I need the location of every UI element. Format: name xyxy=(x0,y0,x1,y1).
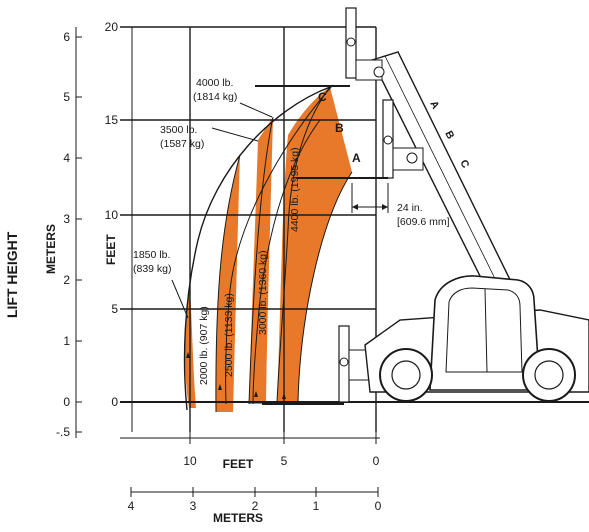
zone-3000 xyxy=(249,117,273,404)
carriage-pin xyxy=(339,357,349,367)
y-feet-tick: 5 xyxy=(111,302,118,316)
boom-letter-b: B xyxy=(442,129,456,142)
load-center-dimension: 24 in. [609.6 mm] xyxy=(351,183,450,228)
bottom-axes: 10 FEET 5 0 4 3 2 1 0 METERS xyxy=(120,432,382,525)
capacity-1850-kg: (839 kg) xyxy=(133,263,172,275)
dim-arrow-left xyxy=(352,204,358,210)
envelope-outer xyxy=(183,86,331,411)
capacity-2500: 2500 lb. (1133 kg) xyxy=(223,293,235,377)
y-feet-label: FEET xyxy=(104,234,118,265)
y-feet-tick: 0 xyxy=(111,395,118,409)
marker xyxy=(282,393,286,399)
capacity-4000-kg: (1814 kg) xyxy=(193,91,237,103)
position-b-label: B xyxy=(335,121,344,135)
cab-window xyxy=(445,287,523,373)
y-feet-tick: 20 xyxy=(105,20,119,34)
y-meters-tick: 3 xyxy=(63,212,70,226)
y-feet-tick: 15 xyxy=(105,113,119,127)
capacity-3500-kg: (1587 kg) xyxy=(160,138,204,150)
boom-inner xyxy=(384,55,509,306)
y-meters-tick: 6 xyxy=(63,30,70,44)
leader-1850 xyxy=(171,279,189,319)
capacity-4400: 4400 lb. (1995 kg) xyxy=(289,147,301,232)
left-axes: LIFT HEIGHT METERS FEET 6 5 4 3 2 1 0 -.… xyxy=(4,20,118,439)
zone-2000 xyxy=(215,155,240,412)
carriage-pin xyxy=(383,135,393,145)
curve-c xyxy=(225,84,334,405)
lift-height-title: LIFT HEIGHT xyxy=(4,231,20,318)
capacity-labels: 4000 lb. (1814 kg) 3500 lb. (1587 kg) 18… xyxy=(133,77,301,385)
telehandler-illustration xyxy=(255,7,589,405)
y-meters-tick: 5 xyxy=(63,90,70,104)
curve-b xyxy=(252,119,321,405)
x-feet-tick: 10 xyxy=(183,454,197,468)
dim-arrow-right xyxy=(382,204,388,210)
boom-head-pin xyxy=(406,152,418,164)
position-a-label: A xyxy=(352,151,361,165)
boom-head-pin xyxy=(373,66,385,78)
curve-2000 xyxy=(215,154,241,413)
x-feet-tick: 0 xyxy=(373,454,380,468)
y-meters-label: METERS xyxy=(44,224,58,274)
boom-letter-a: A xyxy=(427,99,441,112)
y-meters-tick: 2 xyxy=(63,273,70,287)
x-meters-tick: 2 xyxy=(252,499,259,513)
y-meters-tick: -.5 xyxy=(56,425,70,439)
x-meters-label: METERS xyxy=(213,511,263,525)
x-feet-tick: 5 xyxy=(281,454,288,468)
capacity-1850-lb: 1850 lb. xyxy=(133,249,170,261)
curve-3000 xyxy=(248,116,274,405)
x-meters-tick: 4 xyxy=(128,499,135,513)
load-center-line1: 24 in. xyxy=(397,202,423,214)
y-meters-tick: 1 xyxy=(63,334,70,348)
y-feet-tick: 10 xyxy=(105,208,119,222)
y-meters-tick: 4 xyxy=(63,151,70,165)
x-meters-tick: 0 xyxy=(375,499,382,513)
position-c-label: C xyxy=(318,90,327,104)
leader-3500 xyxy=(211,127,259,142)
boom xyxy=(371,51,521,311)
x-meters-tick: 1 xyxy=(313,499,320,513)
curve-4400-left xyxy=(276,86,331,403)
marker xyxy=(218,384,222,390)
y-meters-tick: 0 xyxy=(63,395,70,409)
carriage-pin xyxy=(346,37,356,47)
marker xyxy=(186,352,190,358)
front-hub xyxy=(391,360,421,390)
grid xyxy=(120,26,589,432)
capacity-4000-lb: 4000 lb. xyxy=(196,77,233,89)
x-feet-label: FEET xyxy=(223,457,254,471)
x-meters-tick: 3 xyxy=(190,499,197,513)
marker xyxy=(254,391,258,397)
rear-hub xyxy=(534,360,564,390)
capacity-3000: 3000 lb. (1360 kg) xyxy=(257,250,269,335)
curve-a xyxy=(297,171,353,403)
load-center-line2: [609.6 mm] xyxy=(397,216,450,228)
markers xyxy=(186,352,286,399)
boom-letter-c: C xyxy=(457,158,471,171)
capacity-2000: 2000 lb. (907 kg) xyxy=(198,306,210,385)
capacity-curves xyxy=(183,84,353,413)
cab-pillar xyxy=(484,288,488,373)
capacity-3500-lb: 3500 lb. xyxy=(160,124,197,136)
leader-4000 xyxy=(239,102,273,118)
